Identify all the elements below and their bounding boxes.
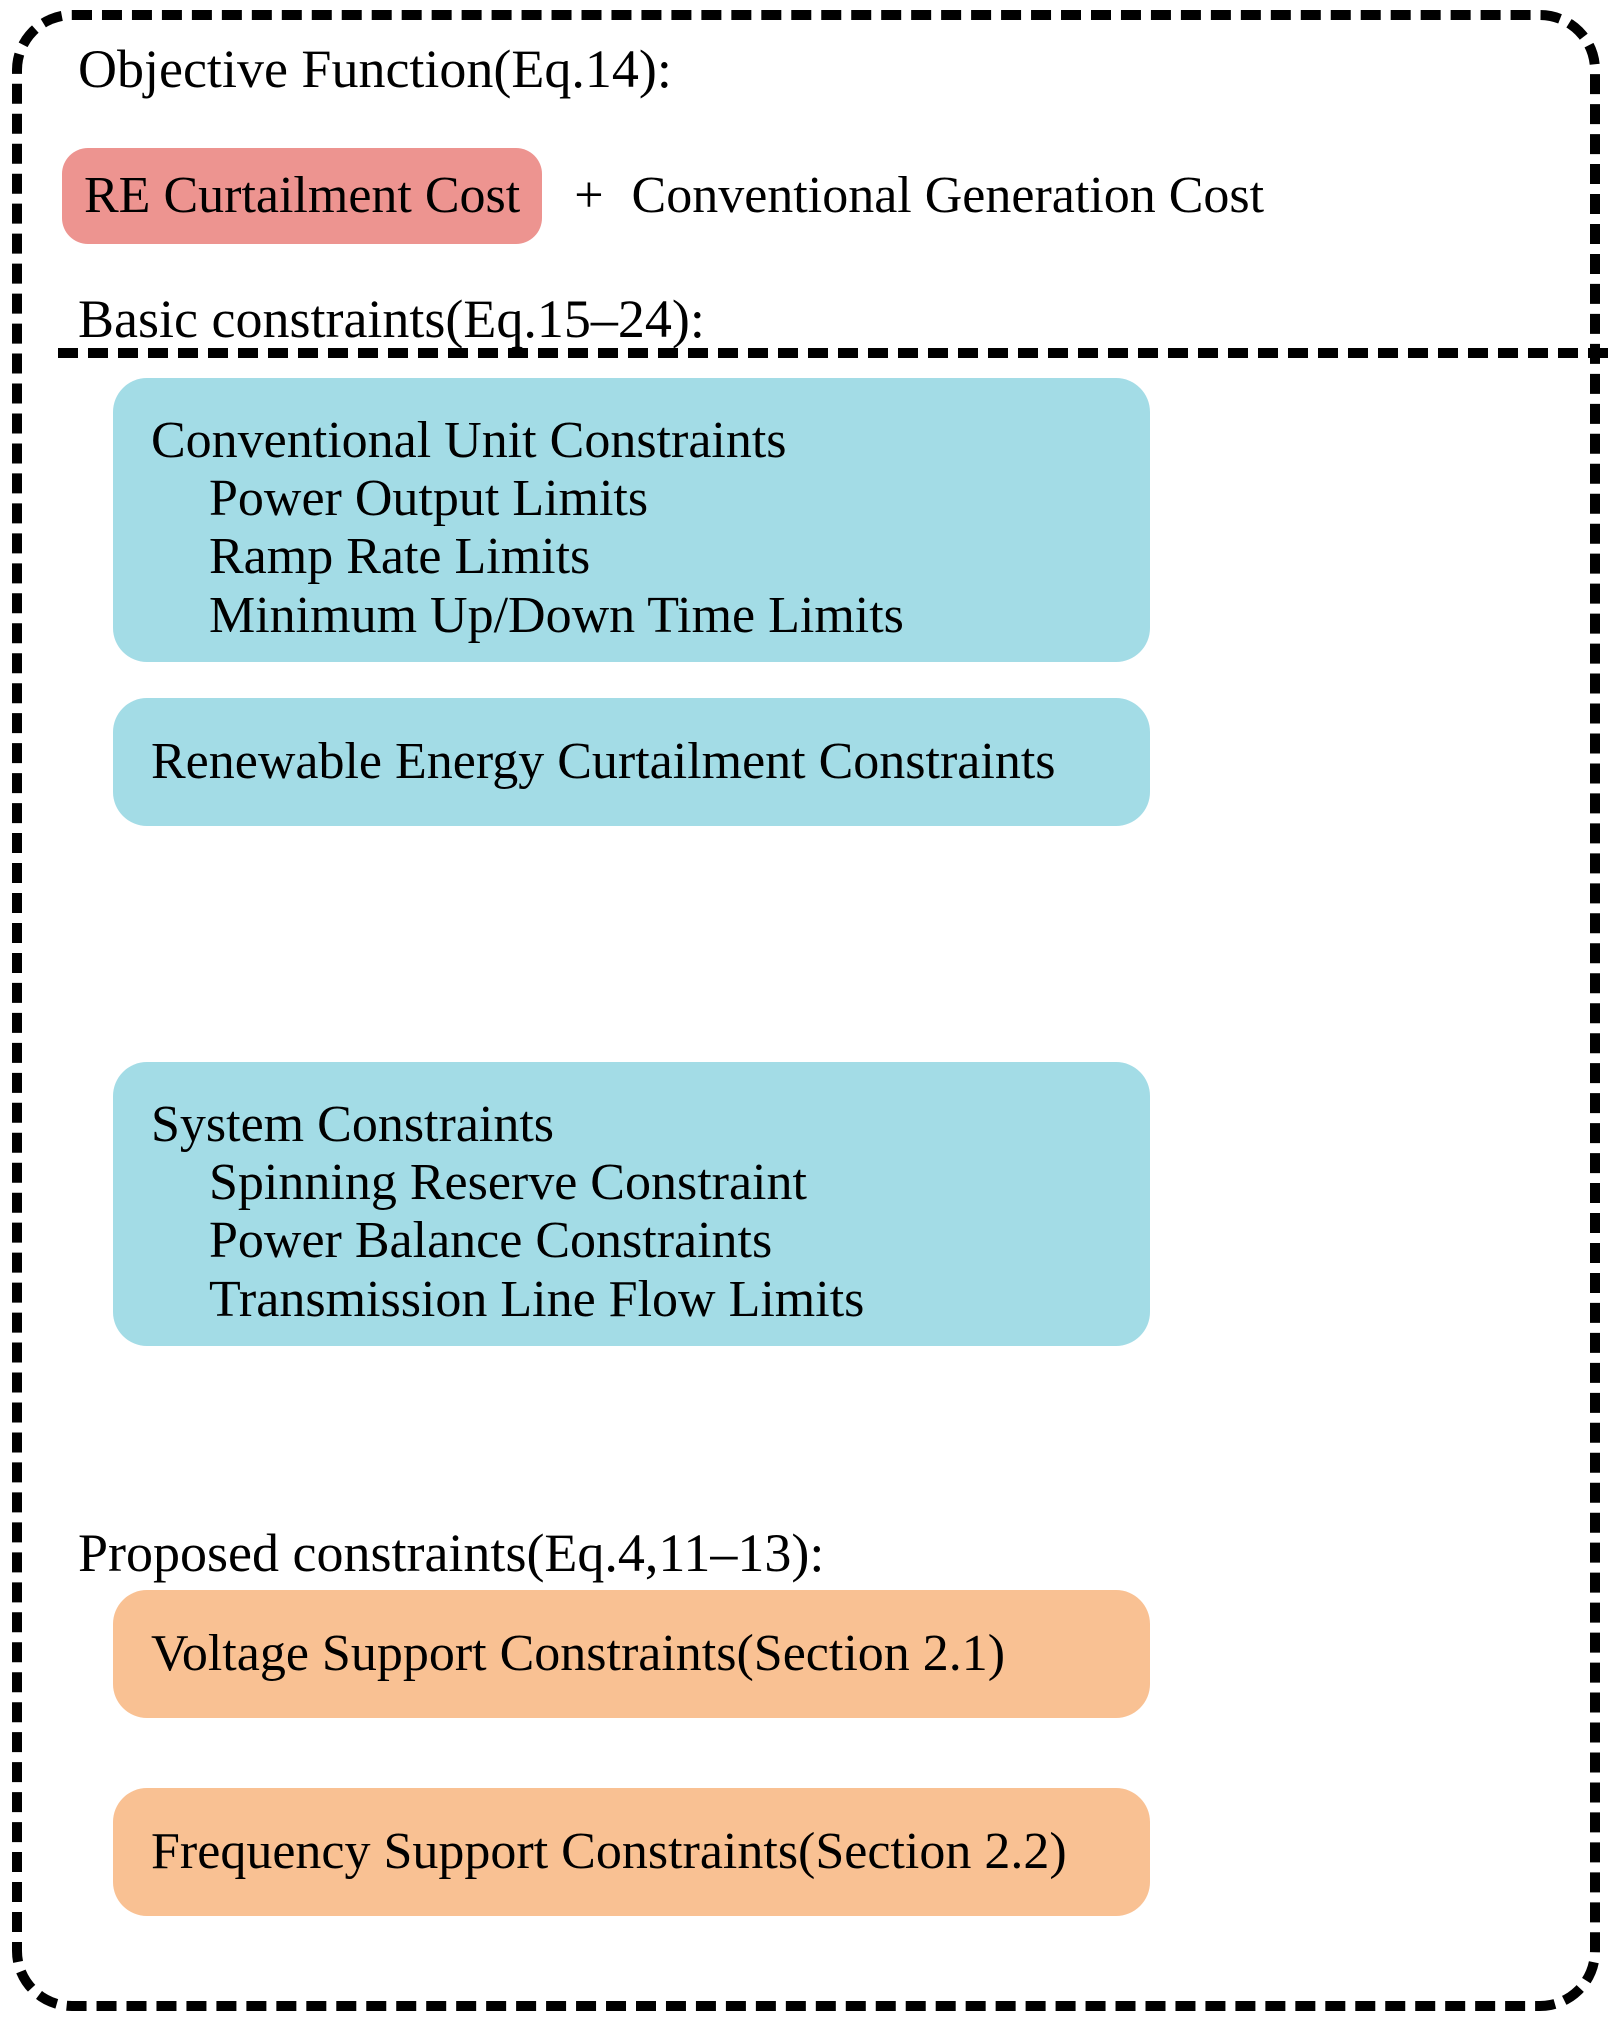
card-conventional-unit-constraints: Conventional Unit Constraints Power Outp… bbox=[113, 378, 1150, 662]
re-curtailment-cost-pill: RE Curtailment Cost bbox=[62, 148, 543, 244]
card-subitem: Spinning Reserve Constraint bbox=[209, 1154, 807, 1212]
card-system-constraints: System Constraints Spinning Reserve Cons… bbox=[113, 1062, 1150, 1346]
objective-function-heading: Objective Function(Eq.14): bbox=[78, 39, 672, 99]
section-divider bbox=[58, 348, 1608, 358]
card-subitem: Minimum Up/Down Time Limits bbox=[209, 586, 904, 644]
card-frequency-support-constraints: Frequency Support Constraints(Section 2.… bbox=[113, 1788, 1150, 1916]
card-title: Voltage Support Constraints(Section 2.1) bbox=[151, 1624, 1006, 1682]
card-title: Frequency Support Constraints(Section 2.… bbox=[151, 1822, 1067, 1880]
card-title: System Constraints bbox=[151, 1096, 555, 1153]
card-renewable-energy-curtailment-constraints: Renewable Energy Curtailment Constraints bbox=[113, 698, 1150, 826]
re-curtailment-cost-label: RE Curtailment Cost bbox=[84, 167, 521, 224]
card-title: Renewable Energy Curtailment Constraints bbox=[151, 732, 1056, 790]
card-subitem: Transmission Line Flow Limits bbox=[209, 1270, 865, 1328]
objective-function-expression: RE Curtailment Cost + Conventional Gener… bbox=[62, 148, 1562, 244]
card-subitem: Power Balance Constraints bbox=[209, 1212, 773, 1270]
plus-operator: + bbox=[574, 167, 604, 224]
card-subitem: Ramp Rate Limits bbox=[209, 528, 591, 586]
proposed-constraints-heading: Proposed constraints(Eq.4,11–13): bbox=[78, 1523, 825, 1583]
card-subitem: Power Output Limits bbox=[209, 470, 649, 528]
conventional-generation-cost-label: Conventional Generation Cost bbox=[631, 167, 1265, 224]
card-voltage-support-constraints: Voltage Support Constraints(Section 2.1) bbox=[113, 1590, 1150, 1718]
basic-constraints-heading: Basic constraints(Eq.15–24): bbox=[78, 289, 705, 349]
card-title: Conventional Unit Constraints bbox=[151, 412, 787, 469]
